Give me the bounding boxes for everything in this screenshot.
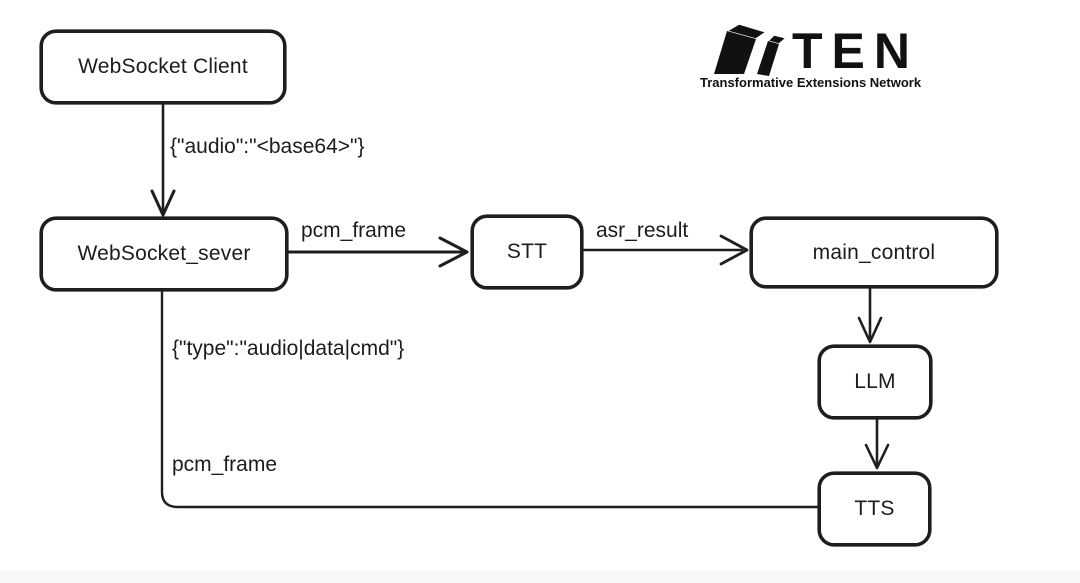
edge-label-type-json: {"type":"audio|data|cmd"}: [172, 336, 405, 362]
node-main-control-label: main_control: [812, 240, 936, 264]
node-stt: STT: [471, 215, 583, 289]
arrowhead-down-icon: [864, 443, 890, 470]
arrowhead-down-icon: [857, 316, 883, 344]
node-websocket-client: WebSocket Client: [40, 30, 286, 104]
node-llm: LLM: [818, 345, 932, 419]
arrowhead-right-icon: [719, 234, 749, 266]
arrowhead-right-icon: [438, 236, 469, 268]
ten-logo-tagline: Transformative Extensions Network: [700, 75, 922, 90]
arrowhead-down-icon: [150, 189, 176, 217]
node-llm-label: LLM: [854, 370, 896, 393]
node-main-control: main_control: [750, 217, 998, 288]
edge-label-asr-result: asr_result: [596, 218, 689, 244]
node-tts-label: TTS: [854, 497, 895, 520]
node-tts: TTS: [818, 472, 931, 546]
ten-logo-mark-icon: [714, 23, 788, 76]
edge-label-pcm-frame-top: pcm_frame: [301, 218, 407, 244]
edge-label-pcm-frame-bottom: pcm_frame: [172, 452, 278, 478]
node-websocket-client-label: WebSocket Client: [78, 55, 248, 78]
node-websocket-sever-label: WebSocket_sever: [77, 242, 251, 265]
node-websocket-sever: WebSocket_sever: [40, 217, 288, 291]
node-stt-label: STT: [506, 240, 548, 263]
footer-band: [0, 571, 1080, 583]
ten-logo: TEN Transformative Extensions Network: [698, 22, 940, 92]
ten-logo-wordmark: TEN: [792, 23, 919, 79]
edge-server-to-tts: [160, 289, 819, 509]
edge-label-audio-json: {"audio":"<base64>"}: [170, 134, 365, 160]
